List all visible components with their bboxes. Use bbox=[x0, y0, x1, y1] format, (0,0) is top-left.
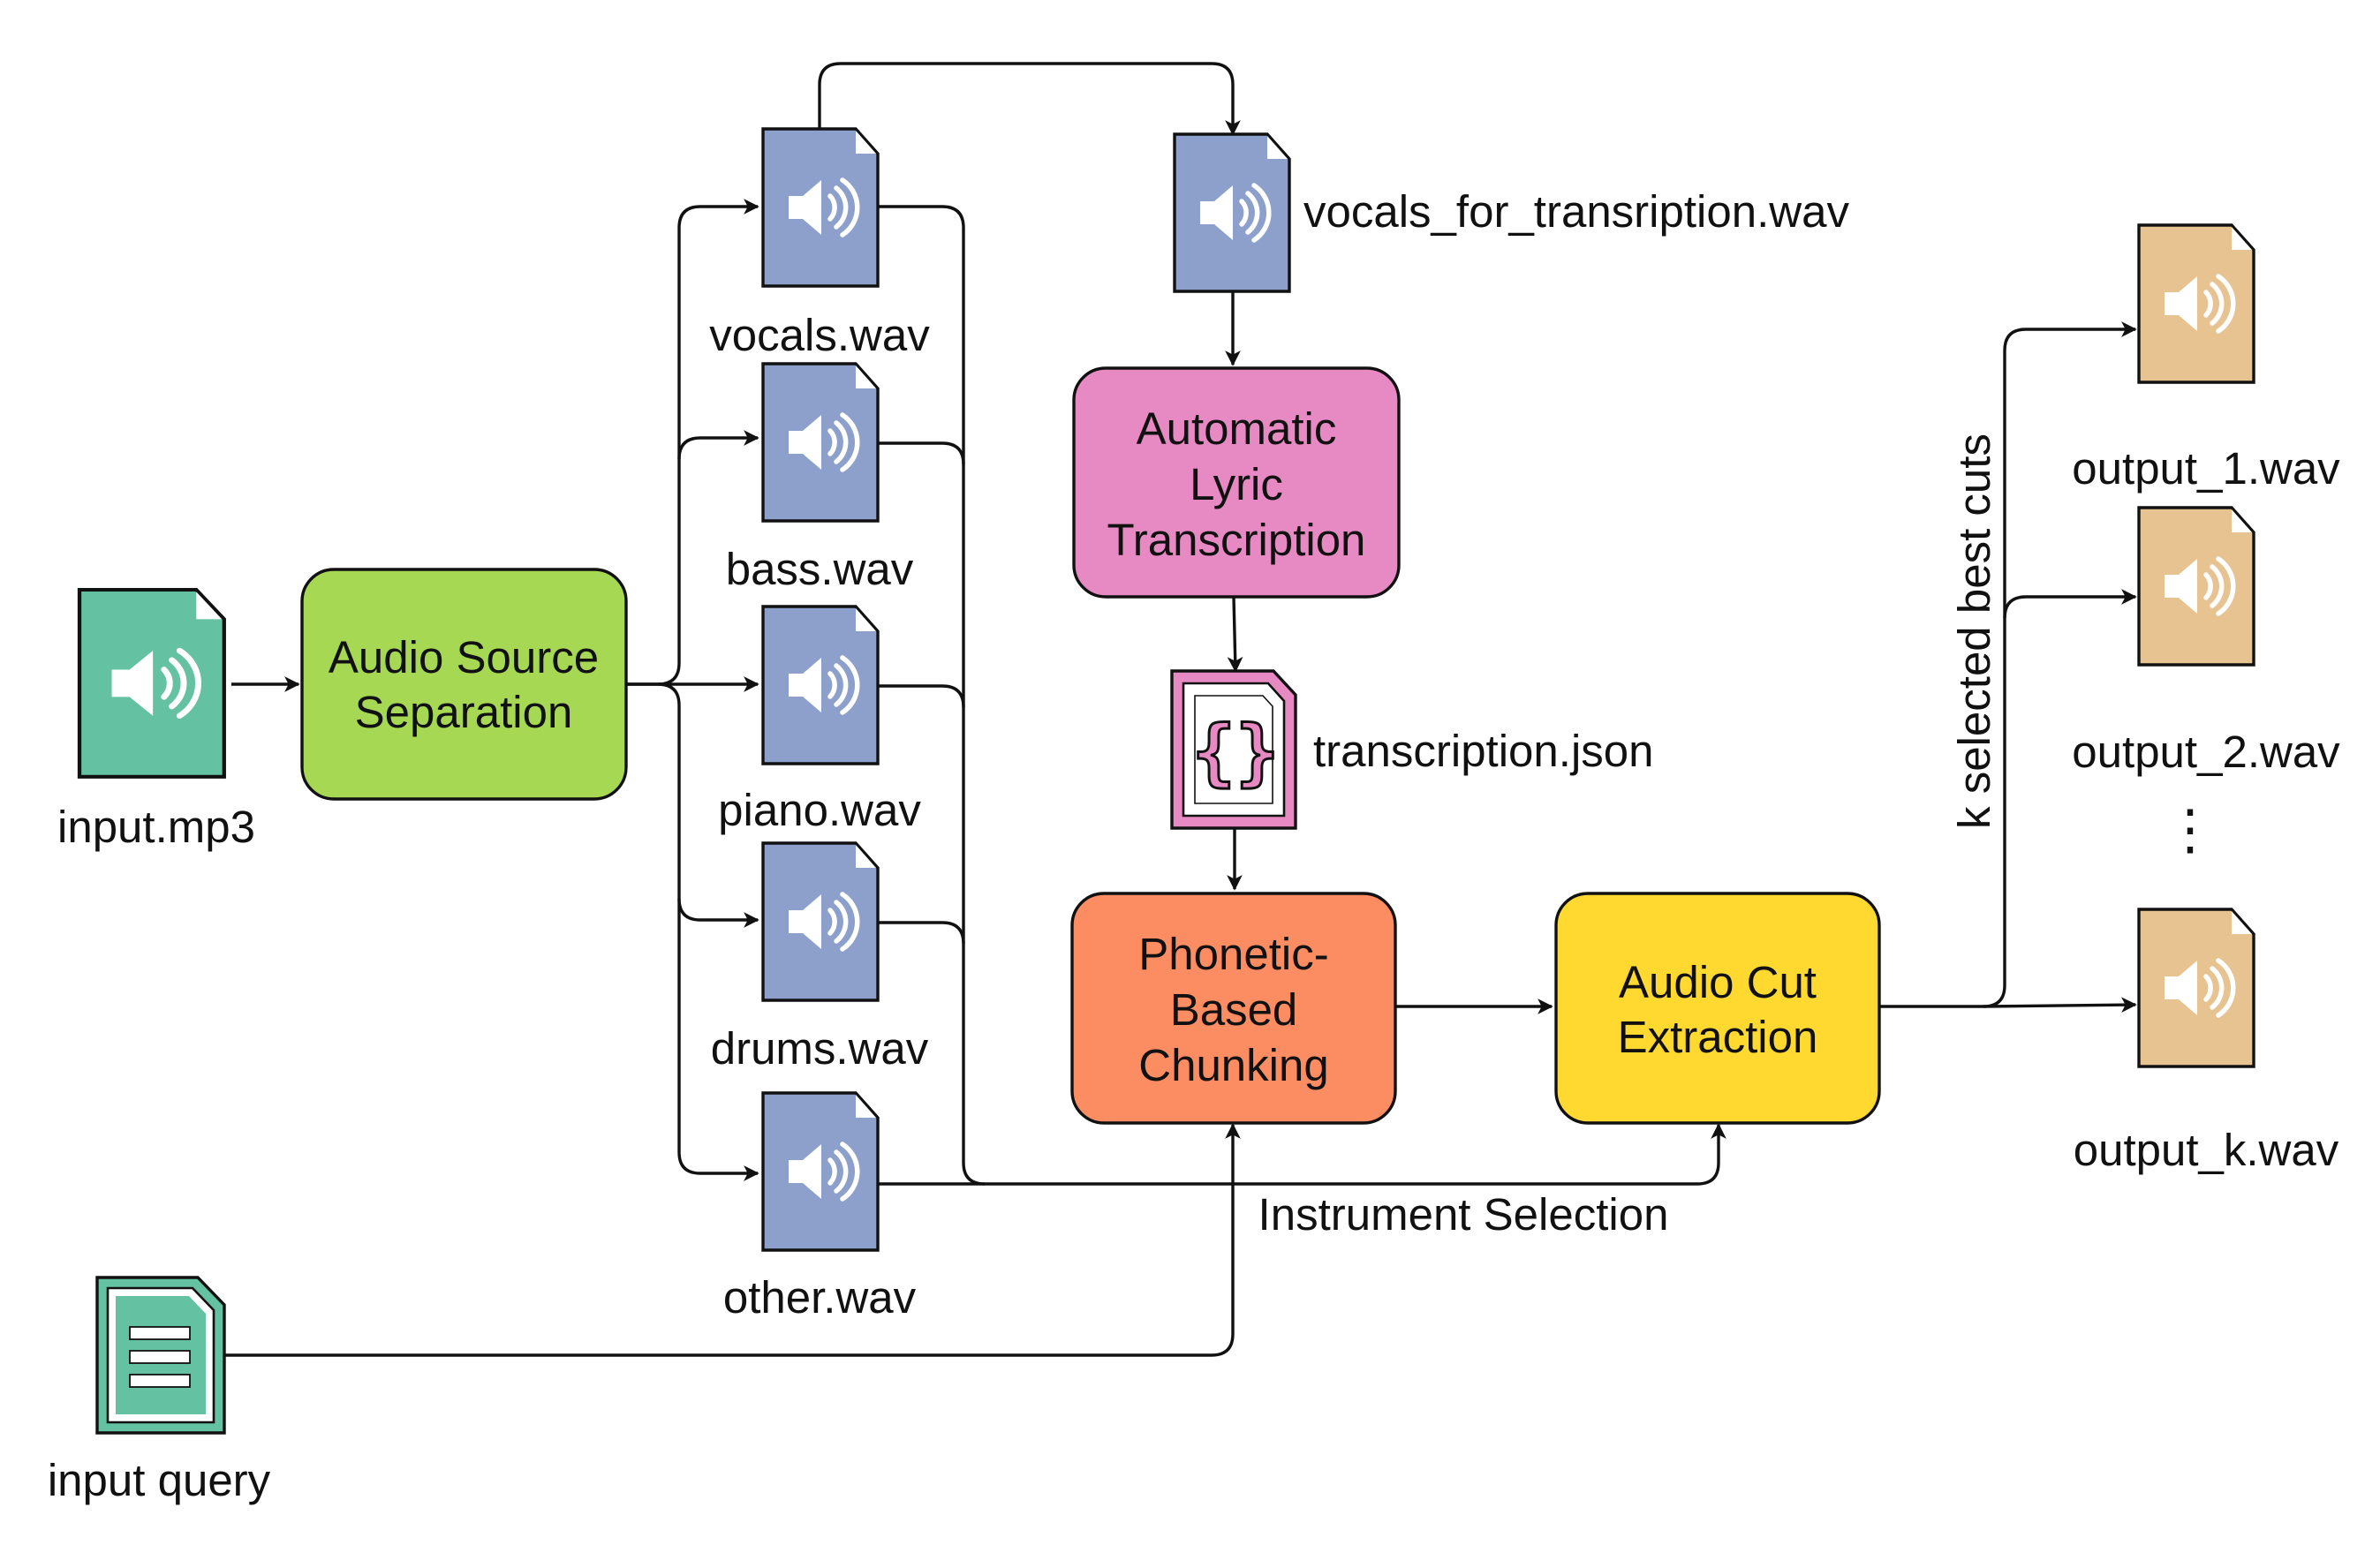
edge-extraction-to-output-2 bbox=[2003, 589, 2137, 619]
speaker-icon bbox=[789, 177, 860, 237]
speaker-icon bbox=[789, 412, 860, 472]
k-selected-best-cuts-label: k selected best cuts bbox=[1949, 433, 1999, 829]
outputs-ellipsis: ⋮ bbox=[2163, 800, 2218, 861]
phonetic-based-chunking-box: Phonetic- Based Chunking bbox=[1070, 892, 1397, 1125]
vocals-file-icon bbox=[761, 127, 880, 288]
output-2-label: output_2.wav bbox=[2072, 727, 2340, 777]
output-1-file-icon bbox=[2137, 223, 2255, 384]
vocals-for-transcription-label: vocals_for_transription.wav bbox=[1303, 186, 1849, 237]
vocals-label: vocals.wav bbox=[709, 310, 930, 360]
automatic-lyric-transcription-box: Automatic Lyric Transcription bbox=[1072, 366, 1401, 599]
box-line: Audio Cut bbox=[1619, 957, 1817, 1007]
input-mp3-label: input.mp3 bbox=[57, 802, 255, 852]
other-file-icon bbox=[761, 1091, 880, 1252]
vocals-for-transcription-file-icon bbox=[1173, 132, 1291, 293]
edge-extraction-to-output-1 bbox=[1879, 321, 2137, 1008]
drums-file-icon bbox=[761, 841, 880, 1002]
edge-other-to-extraction bbox=[877, 1123, 1726, 1186]
edge-drums-to-bus bbox=[877, 921, 965, 945]
output-2-file-icon bbox=[2137, 506, 2255, 667]
input-audio-file-icon bbox=[77, 587, 226, 779]
drums-label: drums.wav bbox=[711, 1023, 929, 1074]
speaker-icon bbox=[789, 1142, 860, 1202]
transcription-json-file-icon: {} bbox=[1170, 669, 1297, 830]
box-line: Extraction bbox=[1618, 1012, 1818, 1062]
edge-query-to-chunking bbox=[223, 1123, 1241, 1357]
other-label: other.wav bbox=[723, 1272, 917, 1323]
edge-extraction-to-output-k bbox=[1983, 997, 2137, 1014]
bass-label: bass.wav bbox=[726, 544, 914, 594]
edge-alt-to-json bbox=[1227, 596, 1243, 673]
box-line: Lyric bbox=[1190, 459, 1283, 509]
instrument-selection-label: Instrument Selection bbox=[1258, 1189, 1669, 1240]
output-k-file-icon bbox=[2137, 908, 2255, 1068]
input-query-label: input query bbox=[48, 1455, 271, 1505]
speaker-icon bbox=[111, 647, 201, 720]
box-line: Audio Source bbox=[329, 632, 599, 682]
box-line: Chunking bbox=[1138, 1040, 1328, 1090]
speaker-icon bbox=[2165, 274, 2236, 334]
edge-separation-to-bass bbox=[677, 430, 759, 460]
box-line: Transcription bbox=[1107, 515, 1366, 565]
input-query-document-icon bbox=[95, 1276, 226, 1435]
audio-cut-extraction-box: Audio Cut Extraction bbox=[1554, 892, 1881, 1125]
edge-vocals-to-bus bbox=[877, 205, 986, 1186]
piano-label: piano.wav bbox=[718, 785, 921, 835]
output-k-label: output_k.wav bbox=[2074, 1125, 2339, 1175]
edge-separation-to-other bbox=[677, 899, 759, 1181]
box-line: Automatic bbox=[1137, 403, 1337, 454]
edge-piano-to-bus bbox=[877, 684, 965, 708]
audio-source-separation-box: Audio Source Separation bbox=[300, 568, 628, 801]
box-line: Based bbox=[1170, 984, 1298, 1035]
edges bbox=[223, 62, 2137, 1357]
speaker-icon bbox=[789, 655, 860, 715]
transcription-json-label: transcription.json bbox=[1313, 726, 1654, 776]
box-line: Separation bbox=[355, 687, 573, 737]
svg-text:{}: {} bbox=[1192, 711, 1280, 795]
speaker-icon bbox=[1200, 183, 1272, 243]
speaker-icon bbox=[789, 892, 860, 952]
box-line: Phonetic- bbox=[1138, 929, 1328, 979]
bass-file-icon bbox=[761, 362, 880, 523]
edge-bass-to-bus bbox=[877, 441, 965, 465]
speaker-icon bbox=[2165, 556, 2236, 616]
edge-separation-to-vocals bbox=[626, 199, 759, 686]
output-1-label: output_1.wav bbox=[2072, 443, 2340, 494]
speaker-icon bbox=[2165, 958, 2236, 1018]
edge-vocals-to-transcription-wav bbox=[818, 62, 1241, 136]
piano-file-icon bbox=[761, 605, 880, 765]
